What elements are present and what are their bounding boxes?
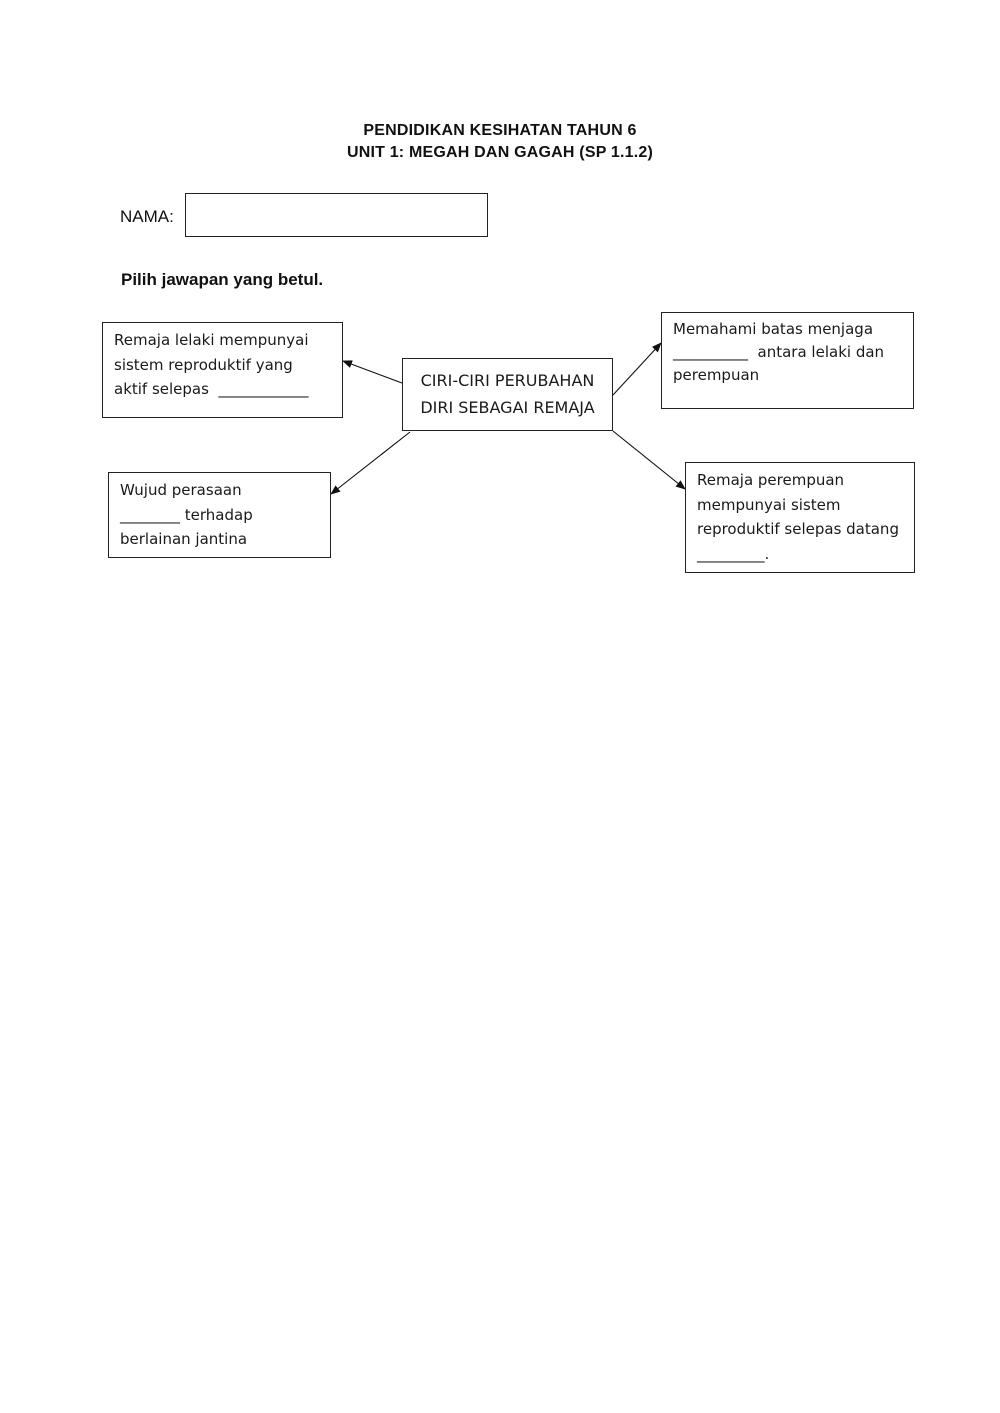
name-field[interactable] xyxy=(185,193,488,237)
arrow-to-top-left xyxy=(342,360,403,384)
worksheet-subtitle: UNIT 1: MEGAH DAN GAGAH (SP 1.1.2) xyxy=(346,144,654,161)
box-text-line: Remaja lelaki mempunyai xyxy=(114,331,309,349)
central-concept-box: CIRI-CIRI PERUBAHAN DIRI SEBAGAI REMAJA xyxy=(402,358,613,431)
box-text-line: Memahami batas menjaga xyxy=(673,320,874,338)
arrow-to-bottom-right xyxy=(612,430,686,490)
answer-box-bottom-left[interactable]: Wujud perasaan ________ terhadap berlain… xyxy=(108,472,331,558)
box-text-line: aktif selepas ____________ xyxy=(114,380,309,398)
box-text-line: Remaja perempuan xyxy=(697,471,845,489)
central-concept-line: DIRI SEBAGAI REMAJA xyxy=(420,398,595,417)
box-text-line: perempuan xyxy=(673,366,760,384)
worksheet-title: PENDIDIKAN KESIHATAN TAHUN 6 xyxy=(363,122,637,139)
answer-box-top-right[interactable]: Memahami batas menjaga __________ antara… xyxy=(661,312,914,409)
box-text-line: _________. xyxy=(697,544,770,563)
box-text-line: reproduktif selepas datang xyxy=(697,520,899,538)
central-concept-line: CIRI-CIRI PERUBAHAN xyxy=(420,371,595,390)
box-text-line: ________ terhadap xyxy=(120,505,253,524)
arrow-to-top-right xyxy=(612,342,662,396)
box-text-line: berlainan jantina xyxy=(120,530,248,548)
arrow-to-bottom-left xyxy=(330,431,411,495)
answer-box-bottom-right[interactable]: Remaja perempuan mempunyai sistem reprod… xyxy=(685,462,915,573)
name-label: NAMA: xyxy=(120,207,174,226)
box-text-line: __________ antara lelaki dan xyxy=(673,343,885,361)
instruction-text: Pilih jawapan yang betul. xyxy=(121,270,324,289)
answer-box-top-left[interactable]: Remaja lelaki mempunyai sistem reprodukt… xyxy=(102,322,343,418)
box-text-line: Wujud perasaan xyxy=(120,481,242,499)
box-text-line: mempunyai sistem xyxy=(697,495,841,514)
box-text-line: sistem reproduktif yang xyxy=(114,355,293,374)
